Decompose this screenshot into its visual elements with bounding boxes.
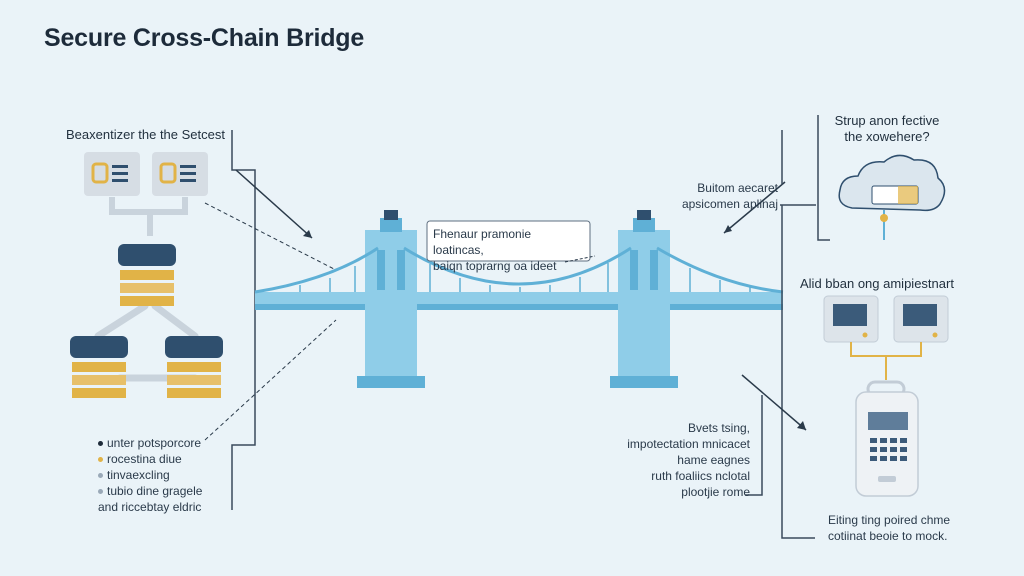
bullet-dot-icon <box>98 472 103 478</box>
page-title: Secure Cross-Chain Bridge <box>44 24 365 52</box>
monitor-icon-2 <box>893 295 949 343</box>
bullet-item: rocestina diue <box>98 451 202 467</box>
bullet-text: tubio dine gragele <box>107 484 203 498</box>
mid-right-line: impotectation mnicacet <box>627 437 750 451</box>
bottom-right-line: cotiinat beoie to mock. <box>828 529 948 543</box>
bullet-text: unter potsporcore <box>107 436 202 450</box>
hardware-wallet-icon <box>855 380 919 497</box>
mid-right-line: hame eagnes <box>677 453 750 467</box>
left-heading: Beaxentizer the the Setcest <box>66 127 225 142</box>
top-right-note: Strup anon fective the xowehere? <box>822 113 952 145</box>
bridge-callout: Fhenaur pramonie loatincas, baiqn toprar… <box>433 226 585 274</box>
mid-right-text: Bvets tsing, impotectation mnicacet hame… <box>604 420 750 500</box>
bullet-dot-icon <box>98 456 103 462</box>
blockchain-node-right <box>165 336 223 398</box>
bullet-text: rocestina diue <box>107 452 182 466</box>
right-heading: Alid bban ong amipiestnart <box>800 276 954 291</box>
bridge-illustration <box>254 210 784 388</box>
top-right-note-line: Strup anon fective <box>834 113 940 128</box>
bottom-right-text: Eiting ting poired chme cotiinat beoie t… <box>828 512 950 544</box>
bullet-list: unter potsporcore rocestina diue tinvaex… <box>98 435 202 515</box>
bottom-right-line: Eiting ting poired chme <box>828 513 951 527</box>
bullet-item: and riccebtay eldric <box>98 499 202 515</box>
bullet-text: tinvaexcling <box>107 468 170 482</box>
bullet-dot-icon <box>98 488 103 494</box>
bridge-callout-box <box>426 220 591 262</box>
bullet-dot-icon <box>98 440 103 446</box>
bullet-text: and riccebtay eldric <box>98 500 202 514</box>
bridge-callout-line: baiqn toprarng oa ideet <box>433 259 557 273</box>
right-callout-line: apsicomen aplinaj <box>681 197 778 211</box>
chain-icon-card-1 <box>84 152 140 196</box>
mid-right-line: Bvets tsing, <box>687 421 750 435</box>
bullet-item: unter potsporcore <box>98 435 202 451</box>
mid-right-line: ruth foaliics nclotal <box>651 469 750 483</box>
bridge-callout-line: Fhenaur pramonie loatincas, <box>433 227 532 257</box>
right-callout-line: Buitom aecaret <box>697 181 778 195</box>
blockchain-node-top <box>118 244 176 306</box>
bullet-item: tinvaexcling <box>98 467 202 483</box>
cloud-icon <box>838 154 946 240</box>
top-right-note-line: the xowehere? <box>844 129 930 144</box>
chain-icon-card-2 <box>152 152 208 196</box>
blockchain-node-left <box>70 336 128 398</box>
mid-right-line: plootjie rome <box>681 485 750 499</box>
right-callout: Buitom aecaret apsicomen aplinaj <box>668 180 778 212</box>
bullet-item: tubio dine gragele <box>98 483 202 499</box>
monitor-icon-1 <box>823 295 879 343</box>
